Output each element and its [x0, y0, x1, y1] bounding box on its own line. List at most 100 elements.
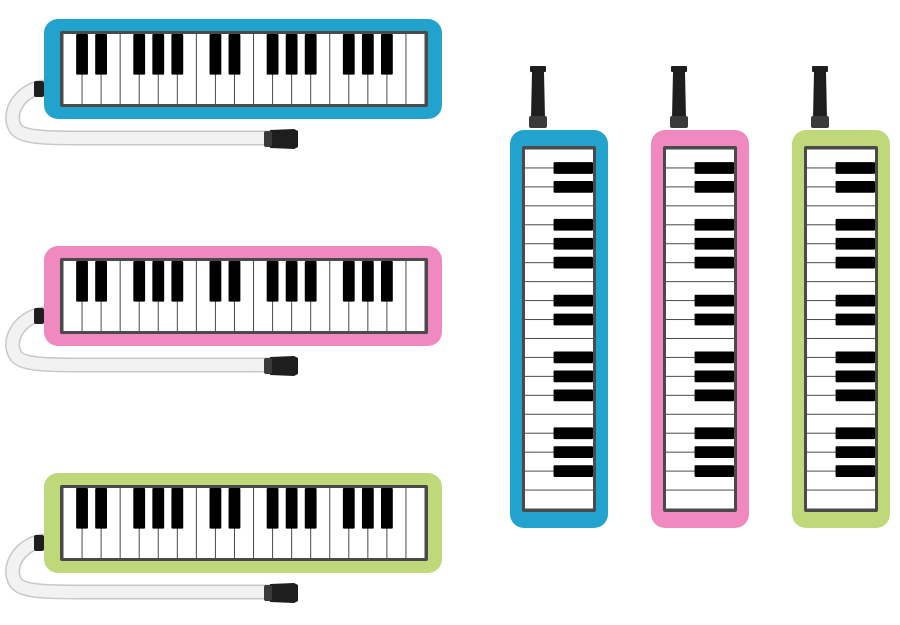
black-key [835, 370, 875, 383]
black-key [553, 313, 593, 326]
black-key [835, 313, 875, 326]
black-key [694, 389, 734, 402]
keyboard [63, 261, 425, 331]
black-key [304, 34, 317, 75]
mouthpiece [270, 583, 298, 603]
black-key [553, 218, 593, 231]
black-key [694, 294, 734, 307]
white-key [406, 34, 425, 104]
black-key [694, 465, 734, 477]
black-key [553, 465, 593, 477]
hose-connector [34, 535, 44, 551]
melodica-vertical-pink [651, 66, 749, 528]
black-key [361, 488, 374, 529]
black-key [694, 370, 734, 383]
black-key [76, 34, 88, 75]
mouthpiece-collar [670, 116, 688, 128]
mouthpiece-collar [264, 358, 272, 374]
black-key [228, 488, 241, 529]
black-key [266, 34, 279, 75]
black-key [694, 446, 734, 459]
hose [5, 79, 278, 146]
black-key [553, 237, 593, 250]
black-key [285, 488, 298, 529]
melodica-horizontal-pink [5, 246, 442, 376]
keyboard [666, 149, 734, 509]
black-key [835, 162, 875, 174]
black-key [694, 313, 734, 326]
hose-connector [34, 81, 44, 97]
black-key [209, 261, 222, 302]
black-key [95, 261, 108, 302]
hose [5, 306, 278, 373]
hose-coils [6, 308, 276, 372]
black-key [342, 34, 355, 75]
mouthpiece-collar [264, 131, 272, 147]
black-key [694, 218, 734, 231]
mouthpiece [270, 129, 298, 149]
black-key [304, 488, 317, 529]
black-key [835, 351, 875, 364]
black-key [835, 181, 875, 193]
black-key [285, 34, 298, 75]
mouthpiece [529, 66, 547, 128]
keyboard [807, 149, 875, 509]
black-key [76, 488, 88, 529]
black-key [835, 294, 875, 307]
black-key [152, 488, 165, 529]
black-key [209, 488, 222, 529]
black-key [553, 351, 593, 364]
black-key [380, 261, 393, 302]
mouthpiece-cap [671, 66, 687, 72]
hose-coils [6, 81, 276, 145]
white-key [666, 490, 734, 509]
mouthpiece-tube [531, 72, 545, 118]
black-key [694, 162, 734, 174]
black-key [694, 181, 734, 193]
black-key [228, 261, 241, 302]
black-key [171, 34, 184, 75]
white-key [406, 261, 425, 331]
black-key [553, 427, 593, 440]
melodica-horizontal-blue [5, 19, 442, 149]
black-key [835, 218, 875, 231]
black-key [133, 34, 146, 75]
black-key [76, 261, 88, 302]
keyboard [525, 149, 593, 509]
black-key [152, 261, 165, 302]
black-key [694, 427, 734, 440]
white-key [525, 490, 593, 509]
hose-connector [34, 308, 44, 324]
keyboard [63, 34, 425, 104]
black-key [171, 261, 184, 302]
black-key [694, 256, 734, 269]
melodica-vertical-green [792, 66, 890, 528]
black-key [553, 181, 593, 193]
black-key [835, 256, 875, 269]
black-key [133, 261, 146, 302]
white-key [406, 488, 425, 558]
mouthpiece [270, 356, 298, 376]
hose-coils [6, 535, 276, 599]
black-key [342, 261, 355, 302]
black-key [694, 351, 734, 364]
black-key [553, 256, 593, 269]
black-key [553, 446, 593, 459]
mouthpiece-tube [672, 72, 686, 118]
black-key [835, 427, 875, 440]
black-key [694, 237, 734, 250]
black-key [228, 34, 241, 75]
black-key [553, 162, 593, 174]
black-key [361, 261, 374, 302]
black-key [152, 34, 165, 75]
mouthpiece-collar [811, 116, 829, 128]
black-key [835, 465, 875, 477]
mouthpiece-cap [812, 66, 828, 72]
black-key [209, 34, 222, 75]
hose [5, 533, 278, 600]
black-key [171, 488, 184, 529]
black-key [285, 261, 298, 302]
keyboard [63, 488, 425, 558]
mouthpiece-cap [530, 66, 546, 72]
